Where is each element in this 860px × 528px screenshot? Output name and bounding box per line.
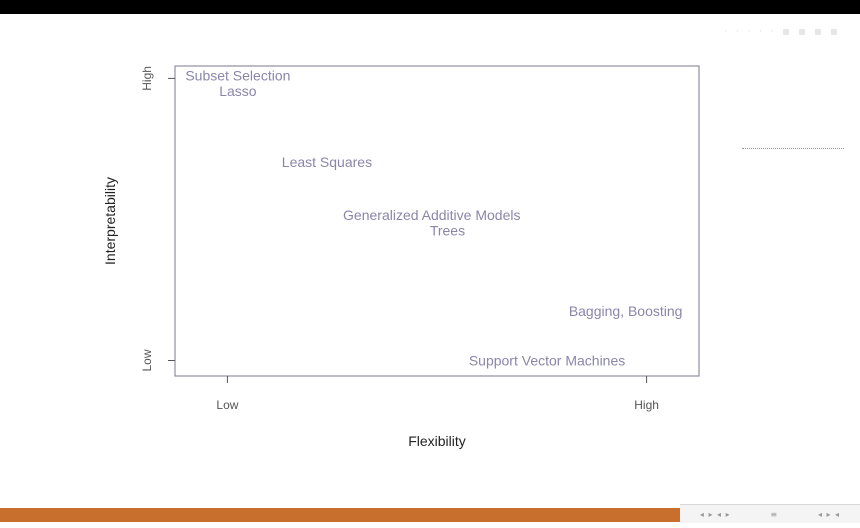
nav-control-prev-next[interactable]: ◂ ▸ ◂ ▸ [699, 509, 731, 519]
slide-navigation: ◂ ▸ ◂ ▸ ≡ ◂ ▸ ◂ [680, 504, 860, 523]
nav-control-menu[interactable]: ≡ [770, 509, 779, 519]
point-label: Support Vector Machines [469, 353, 625, 369]
top-bar [0, 0, 860, 14]
y-tick-label: High [140, 66, 154, 91]
side-divider [742, 148, 844, 149]
y-axis: Low High [140, 66, 175, 372]
x-tick-label: High [634, 398, 659, 412]
point-label: Trees [430, 222, 465, 238]
nav-control-back[interactable]: ◂ ▸ ◂ [817, 509, 841, 519]
y-tick-label: Low [140, 349, 154, 371]
point-label: Lasso [219, 83, 257, 99]
point-label: Generalized Additive Models [343, 207, 520, 223]
footer-bar [0, 508, 680, 522]
x-axis: Low High [216, 376, 659, 412]
point-label: Subset Selection [185, 67, 290, 83]
point-label: Least Squares [282, 154, 372, 170]
x-tick-label: Low [216, 398, 238, 412]
plot-frame [174, 65, 700, 377]
y-axis-label: Interpretability [102, 177, 118, 265]
point-label: Bagging, Boosting [569, 303, 683, 319]
x-axis-label: Flexibility [408, 433, 466, 449]
header-watermark: · · · · · ▪ ▪ ▪ ▪ [723, 24, 840, 38]
